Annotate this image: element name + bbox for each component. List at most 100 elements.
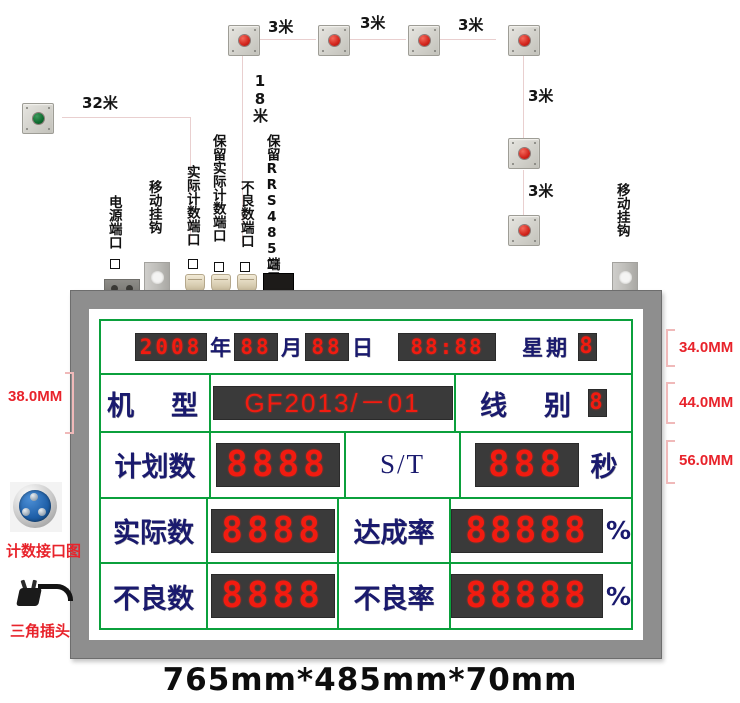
screw-icon bbox=[534, 29, 536, 31]
bracket-bar bbox=[666, 329, 668, 367]
sensor-box-right-2[interactable] bbox=[508, 215, 540, 246]
month-unit-label: 月 bbox=[281, 336, 302, 360]
screw-icon bbox=[512, 163, 514, 165]
port-label-hook-right: 移动挂钩 bbox=[613, 183, 630, 237]
screw-icon bbox=[254, 50, 256, 52]
socket-pin-icon bbox=[111, 285, 118, 292]
screw-icon bbox=[48, 107, 50, 109]
wire-left-drop-18m bbox=[242, 53, 243, 243]
distance-label-32m: 32米 bbox=[82, 94, 118, 112]
defect-display: 8888 bbox=[210, 574, 335, 619]
red-button-icon[interactable] bbox=[418, 35, 430, 46]
distance-label-right-1: 3米 bbox=[528, 87, 554, 105]
actual-label-cell: 实际数 bbox=[101, 498, 208, 563]
plug-cord-icon bbox=[38, 584, 73, 601]
square-mark-icon bbox=[188, 259, 198, 269]
st-unit-label: 秒 bbox=[590, 452, 618, 484]
day-unit-label: 日 bbox=[352, 336, 373, 360]
achievement-rate-display: 88888 bbox=[450, 508, 603, 553]
hook-hole-icon bbox=[150, 271, 164, 284]
bracket-bar bbox=[666, 382, 668, 424]
counter-connector-caption: 计数接口图 bbox=[6, 542, 82, 560]
connector-pin-icon bbox=[38, 508, 46, 516]
actual-label: 实际数 bbox=[112, 518, 194, 549]
board-row-actual: 实际数 8888 达成率 88888 % bbox=[101, 498, 631, 565]
measure-label-44mm: 44.0MM bbox=[679, 394, 734, 411]
screw-icon bbox=[322, 29, 324, 31]
sensor-box-top-3[interactable] bbox=[408, 25, 440, 56]
year-unit-label: 年 bbox=[210, 336, 231, 360]
measure-label-38mm: 38.0MM bbox=[8, 388, 63, 405]
display-grid: 2008 年 88 月 88 日 88:88 星期 8 机 型 GF2013/－… bbox=[99, 319, 633, 630]
bracket-tick bbox=[666, 422, 675, 424]
bracket-tick bbox=[666, 329, 675, 331]
bracket-tick bbox=[666, 382, 675, 384]
red-button-icon[interactable] bbox=[518, 225, 530, 236]
st-value-cell: 888 秒 bbox=[461, 433, 631, 497]
screw-icon bbox=[434, 50, 436, 52]
screw-icon bbox=[26, 128, 28, 130]
screw-icon bbox=[512, 240, 514, 242]
measure-label-34mm: 34.0MM bbox=[679, 339, 734, 356]
sensor-box-top-1[interactable] bbox=[228, 25, 260, 56]
model-label-cell: 机 型 bbox=[101, 375, 211, 431]
sensor-box-green[interactable] bbox=[22, 103, 54, 134]
screw-icon bbox=[512, 50, 514, 52]
sensor-box-top-4[interactable] bbox=[508, 25, 540, 56]
time-display: 88:88 bbox=[398, 333, 496, 361]
wire-top-chain-1 bbox=[258, 39, 316, 40]
wire-top-chain-3 bbox=[438, 39, 496, 40]
green-button-icon[interactable] bbox=[32, 113, 44, 124]
socket-pin-icon bbox=[126, 285, 133, 292]
square-mark-icon bbox=[240, 262, 250, 272]
measure-bracket-right-2 bbox=[666, 382, 678, 424]
square-mark-icon bbox=[268, 259, 278, 269]
line-label: 线 别 bbox=[480, 390, 576, 422]
plan-label: 计划数 bbox=[114, 452, 196, 484]
sensor-box-top-2[interactable] bbox=[318, 25, 350, 56]
wire-right-drop-2 bbox=[523, 170, 524, 220]
defect-label-cell: 不良数 bbox=[101, 564, 208, 629]
st-label: S/T bbox=[379, 449, 425, 480]
model-display: GF2013/－01 bbox=[212, 386, 453, 420]
plan-display: 8888 bbox=[215, 442, 340, 487]
distance-label-top-3: 3米 bbox=[458, 16, 484, 34]
line-cell: 线 别 8 bbox=[456, 375, 631, 431]
dimension-caption: 765mm*485mm*70mm bbox=[162, 662, 578, 698]
hook-hole-icon bbox=[618, 271, 632, 284]
board-row-datetime: 2008 年 88 月 88 日 88:88 星期 8 bbox=[101, 321, 631, 375]
measure-bracket-right-1 bbox=[666, 329, 678, 367]
defect-rate-label: 不良率 bbox=[353, 583, 435, 615]
port-label-rs485: 保留RRS485端口 bbox=[263, 134, 280, 284]
achievement-rate-label: 达成率 bbox=[353, 518, 435, 549]
distance-label-top-2: 3米 bbox=[360, 14, 386, 32]
sensor-box-right-1[interactable] bbox=[508, 138, 540, 169]
square-mark-icon bbox=[110, 259, 120, 269]
screw-icon bbox=[512, 142, 514, 144]
red-button-icon[interactable] bbox=[518, 35, 530, 46]
screw-icon bbox=[344, 29, 346, 31]
defect-value-cell: 8888 bbox=[208, 564, 340, 629]
red-button-icon[interactable] bbox=[328, 35, 340, 46]
bracket-bar bbox=[72, 372, 74, 434]
port-label-hook-left: 移动挂钩 bbox=[145, 180, 162, 234]
red-button-icon[interactable] bbox=[238, 35, 250, 46]
connector-ridge-icon bbox=[188, 279, 202, 280]
actual-value-cell: 8888 bbox=[208, 498, 340, 563]
screw-icon bbox=[48, 128, 50, 130]
measure-bracket-left bbox=[62, 372, 74, 434]
square-mark-icon bbox=[214, 262, 224, 272]
year-display: 2008 bbox=[135, 333, 207, 361]
connector-pin-icon bbox=[22, 508, 30, 516]
screw-icon bbox=[26, 107, 28, 109]
screw-icon bbox=[232, 50, 234, 52]
defect-label: 不良数 bbox=[112, 583, 194, 615]
screw-icon bbox=[534, 240, 536, 242]
red-button-icon[interactable] bbox=[518, 148, 530, 159]
screw-icon bbox=[344, 50, 346, 52]
bracket-tick bbox=[666, 365, 675, 367]
bracket-bar bbox=[666, 440, 668, 484]
display-board: 2008 年 88 月 88 日 88:88 星期 8 机 型 GF2013/－… bbox=[70, 290, 662, 659]
screw-icon bbox=[512, 219, 514, 221]
screw-icon bbox=[534, 219, 536, 221]
